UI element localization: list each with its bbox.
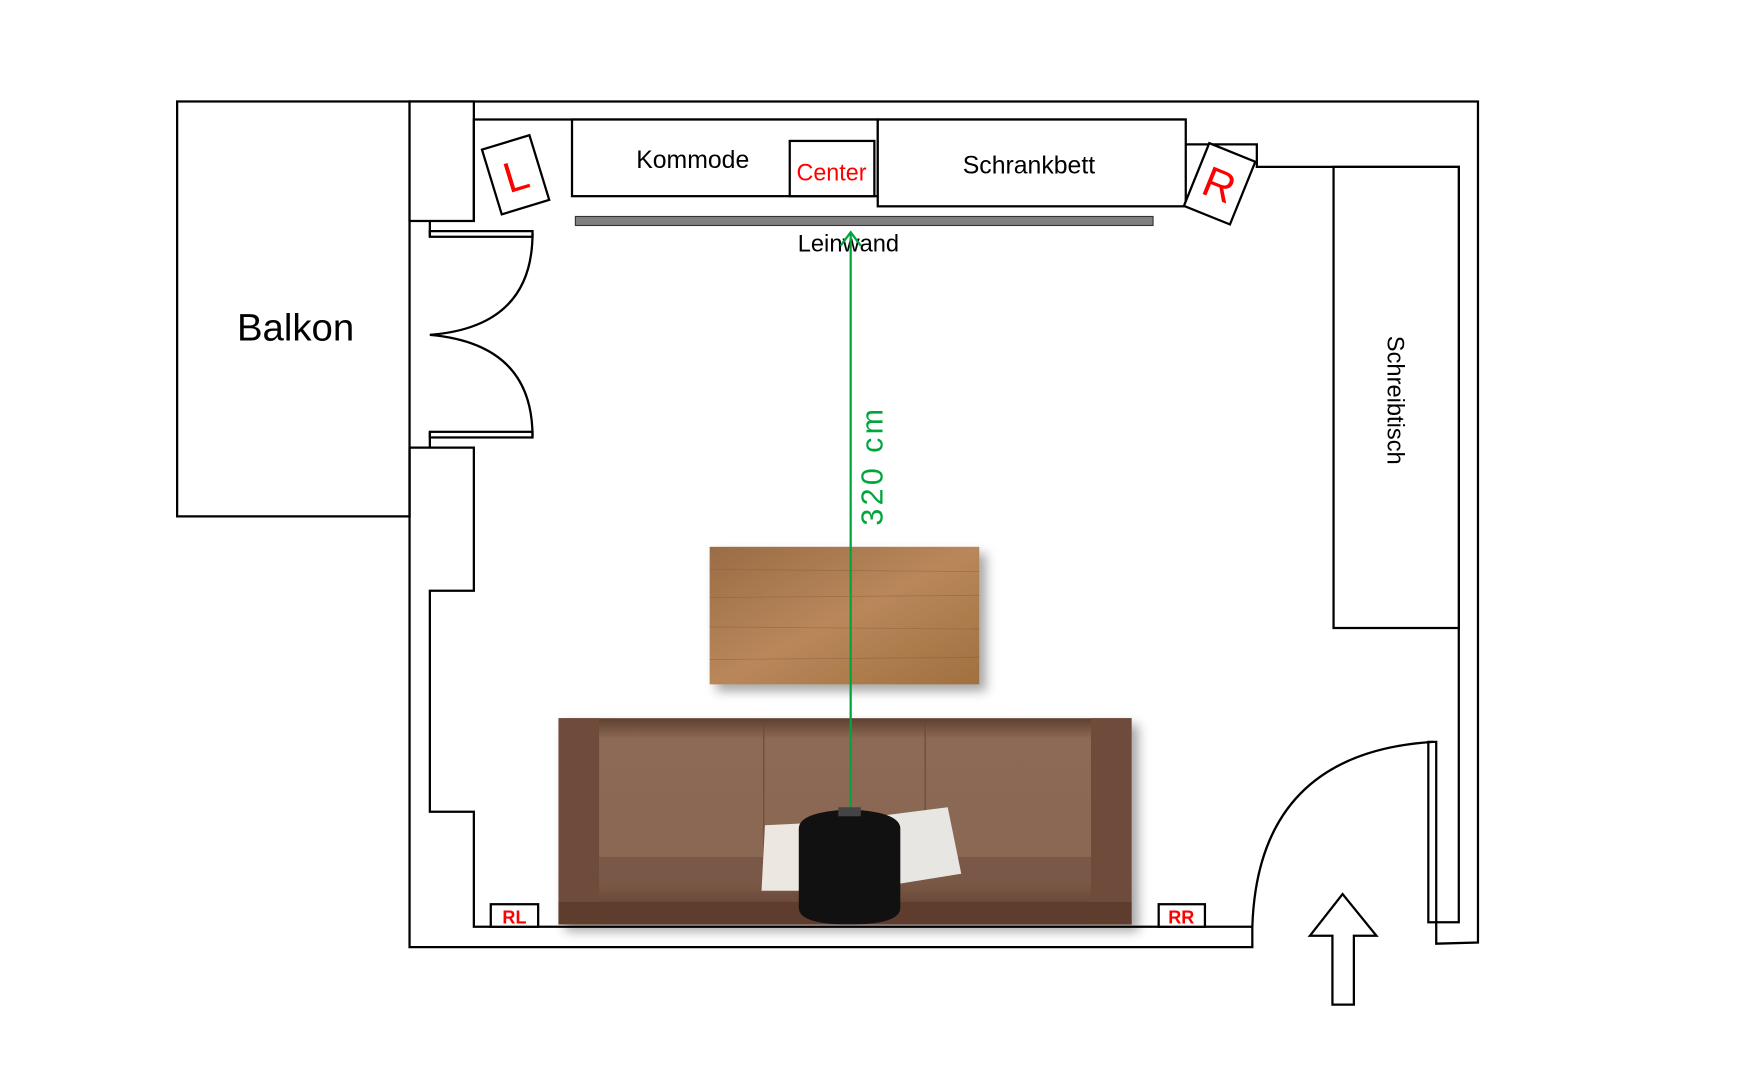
dresser-label: Kommode <box>636 147 749 174</box>
entrance-door-swing[interactable] <box>1251 740 1433 927</box>
rear-left-speaker-label: RL <box>502 907 526 927</box>
balcony-door[interactable] <box>428 230 534 439</box>
center-speaker-label: Center <box>797 160 867 186</box>
rear-left-speaker <box>489 903 540 928</box>
projector <box>798 807 901 925</box>
left-speaker: L <box>480 133 551 216</box>
entrance-arrow-icon <box>1307 892 1379 1006</box>
distance-label: 320 cm <box>855 406 889 526</box>
desk-label: Schreibtisch <box>1382 336 1408 465</box>
balcony-area <box>176 100 411 518</box>
cabinet-bed <box>876 118 1187 208</box>
projection-screen <box>574 215 1154 227</box>
balcony-label: Balkon <box>237 307 354 350</box>
right-speaker: R <box>1182 141 1257 226</box>
coffee-table <box>709 546 980 685</box>
distance-measure: 320 cm <box>839 230 889 812</box>
rear-right-speaker-label: RR <box>1168 907 1194 927</box>
walls <box>408 100 1480 949</box>
cabinet-bed-label: Schrankbett <box>963 153 1095 180</box>
desk <box>1332 165 1460 630</box>
center-speaker <box>788 139 876 198</box>
rear-right-speaker <box>1157 903 1207 928</box>
